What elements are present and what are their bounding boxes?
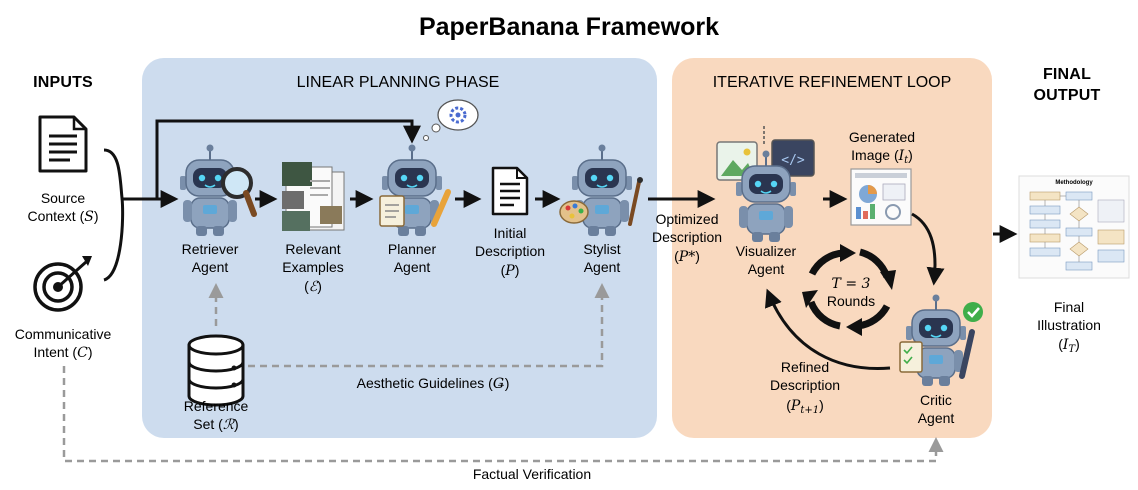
- check-badge-icon: [963, 302, 983, 322]
- stylist-label-2: Agent: [584, 259, 621, 275]
- planner-agent-robot: [379, 143, 451, 237]
- critic-label-1: Critic: [920, 392, 952, 408]
- target-icon: [33, 256, 92, 312]
- aesthetic-guidelines-label: Aesthetic Guidelines (Ǥ): [357, 375, 510, 392]
- reference-label-1: Reference: [184, 398, 249, 414]
- document-icon: [38, 115, 88, 173]
- optimized-description-label-2: Description: [652, 229, 722, 245]
- final-illustration-thumbnail: Methodology: [1018, 175, 1130, 279]
- optimized-description-symbol: (P*): [674, 248, 700, 265]
- final-thumb-title: Methodology: [1055, 180, 1093, 186]
- visualizer-label-2: Agent: [748, 261, 785, 277]
- diagram-title: PaperBanana Framework: [419, 13, 719, 41]
- linear-phase-heading: LINEAR PLANNING PHASE: [297, 74, 500, 91]
- rounds-label-2: Rounds: [827, 293, 875, 309]
- arrow-reference-to-stylist: [248, 283, 610, 368]
- source-context-label-1: Source: [41, 190, 86, 206]
- cycle-arrowheads: [802, 244, 896, 336]
- rounds-label-1: T = 3: [832, 276, 871, 292]
- final-output-heading-1: FINAL: [1043, 66, 1091, 83]
- reference-label-2: Set (ℛ): [193, 416, 238, 433]
- critic-agent-robot: [899, 293, 975, 387]
- arrow-inputs-to-planner: [155, 119, 421, 199]
- initial-description-document-icon: [491, 166, 529, 216]
- retriever-label-1: Retriever: [182, 241, 239, 257]
- stylist-agent-robot: [559, 143, 643, 237]
- linear-planning-panel: [142, 58, 657, 438]
- arrow-critic-to-visualizer: [765, 288, 891, 370]
- intent-label-1: Communicative: [15, 326, 112, 342]
- final-illustration-symbol: (IT): [1058, 336, 1080, 355]
- optimized-description-label-1: Optimized: [655, 211, 718, 227]
- loop-heading: ITERATIVE REFINEMENT LOOP: [713, 74, 952, 91]
- generated-image-label-2: Image (It): [851, 147, 913, 166]
- retriever-label-2: Agent: [192, 259, 229, 275]
- database-icon: [187, 334, 245, 407]
- examples-label-1: Relevant: [285, 241, 340, 257]
- gear-icon: [423, 99, 479, 141]
- planner-label-2: Agent: [394, 259, 431, 275]
- generated-image-thumbnail: [850, 168, 912, 226]
- stylist-label-1: Stylist: [583, 241, 620, 257]
- examples-symbol: (ℰ): [304, 278, 322, 295]
- critic-label-2: Agent: [918, 410, 955, 426]
- factual-verification-label: Factual Verification: [473, 466, 591, 482]
- generated-image-label-1: Generated: [849, 129, 915, 145]
- inputs-heading: INPUTS: [33, 74, 93, 91]
- initial-description-label-2: Description: [475, 243, 545, 259]
- arrow-image-to-critic: [911, 212, 945, 286]
- visualizer-label-1: Visualizer: [736, 243, 797, 259]
- refined-description-label-1: Refined: [781, 359, 829, 375]
- svg-text:</>: </>: [781, 153, 805, 168]
- retriever-agent-robot: [179, 143, 257, 237]
- refined-description-label-2: Description: [770, 377, 840, 393]
- final-illustration-label-1: Final: [1054, 299, 1084, 315]
- final-illustration-label-2: Illustration: [1037, 317, 1101, 333]
- initial-description-label-1: Initial: [494, 225, 527, 241]
- source-context-label-2: Context (S): [27, 208, 98, 225]
- input-merge-brace: [103, 148, 125, 282]
- initial-description-symbol: (P): [501, 262, 520, 279]
- arrow-factual-verification: [62, 366, 944, 463]
- example-images-icon: [282, 162, 345, 231]
- examples-label-2: Examples: [282, 259, 343, 275]
- intent-label-2: Intent (C): [34, 344, 93, 361]
- planner-label-1: Planner: [388, 241, 437, 257]
- final-output-heading-2: OUTPUT: [1034, 87, 1101, 104]
